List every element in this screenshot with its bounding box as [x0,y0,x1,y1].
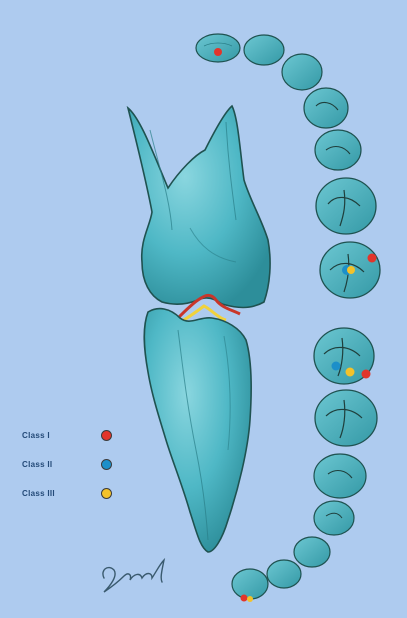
legend-label: Class I [22,431,50,440]
lower-canine [294,537,330,567]
legend-item-class-ii: Class II [22,455,112,473]
marker-class-iii [346,368,355,377]
marker-class-iii [247,596,253,602]
lower-molar-1 [315,390,377,446]
upper-premolar-1 [304,88,348,128]
legend-label: Class III [22,489,55,498]
lower-premolar-1 [314,501,354,535]
yellow-dot-icon [101,488,112,499]
marker-class-i [214,48,222,56]
red-dot-icon [101,430,112,441]
marker-class-i [241,595,248,602]
legend: Class I Class II Class III [22,426,112,513]
marker-class-i [368,254,377,263]
blue-dot-icon [101,459,112,470]
upper-molar-1 [316,178,376,234]
lower-incisor-1 [232,569,268,599]
legend-item-class-iii: Class III [22,484,112,502]
lower-incisor-2 [267,560,301,588]
legend-item-class-i: Class I [22,426,112,444]
legend-label: Class II [22,460,52,469]
artist-signature [103,560,164,592]
lower-premolar-2 [314,454,366,498]
marker-class-ii [332,362,341,371]
upper-molar-side-view [128,106,270,308]
marker-class-i [362,370,371,379]
upper-canine [282,54,322,90]
marker-class-iii [347,266,355,274]
upper-incisor-2 [244,35,284,65]
lower-arch [232,328,377,599]
lower-molar-side-view [144,309,251,552]
upper-premolar-2 [315,130,361,170]
